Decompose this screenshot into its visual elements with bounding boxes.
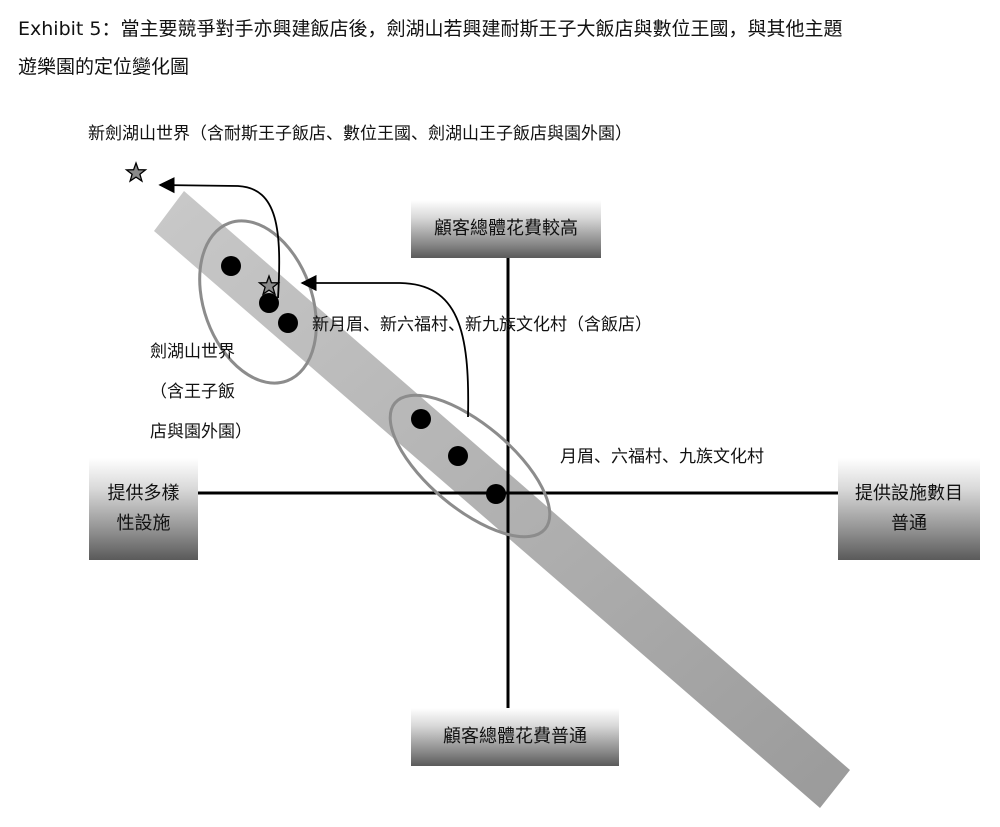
competitor-dot — [486, 484, 506, 504]
arrow-to-new-janfusun — [158, 177, 281, 299]
janfusun-label-line-3: 店與園外園） — [150, 422, 252, 442]
axis-right-label-line-2: 普通 — [891, 513, 927, 534]
exhibit-title-line-2: 遊樂園的定位變化圖 — [18, 56, 190, 78]
new-janfusun-label: 新劍湖山世界（含耐斯王子飯店、數位王國、劍湖山王子飯店與園外園） — [88, 124, 632, 144]
arrow-to-new-competitors — [300, 274, 470, 418]
axis-left-label-line-1: 提供多樣 — [107, 483, 180, 504]
janfusun-label-line-2: （含王子飯 — [150, 382, 235, 402]
axis-bottom-label: 顧客總體花費普通 — [443, 726, 587, 747]
axis-bottom-normal-spending: 顧客總體花費普通 — [411, 708, 619, 766]
janfusun-label-line-1: 劍湖山世界 — [150, 342, 235, 362]
axis-right-normal-facilities: 提供設施數目 普通 — [838, 458, 980, 560]
janfusun-star-icon — [257, 274, 281, 296]
new-janfusun-star-icon — [124, 161, 148, 183]
axis-left-label-line-2: 性設施 — [116, 513, 171, 534]
exhibit-title-line-1: Exhibit 5：當主要競爭對手亦興建飯店後，劍湖山若興建耐斯王子大飯店與數位… — [18, 18, 843, 40]
competitor-dot — [448, 446, 468, 466]
competitors-label: 月眉、六福村、九族文化村 — [560, 447, 764, 467]
janfusun-dot — [221, 256, 241, 276]
competitor-dot — [411, 409, 431, 429]
competitor-cluster-ellipse — [388, 393, 552, 539]
exhibit-title: Exhibit 5：當主要競爭對手亦興建飯店後，劍湖山若興建耐斯王子大飯店與數位… — [18, 10, 988, 86]
janfusun-dot — [278, 313, 298, 333]
axis-top-high-spending: 顧客總體花費較高 — [411, 200, 601, 258]
axis-right-label-line-1: 提供設施數目 — [855, 483, 963, 504]
janfusun-label: 劍湖山世界 （含王子飯 店與園外園） — [150, 332, 252, 452]
new-competitors-label: 新月眉、新六福村、新九族文化村（含飯店） — [312, 315, 652, 335]
axis-top-label: 顧客總體花費較高 — [434, 218, 578, 239]
axis-left-diverse-facilities: 提供多樣 性設施 — [89, 458, 198, 560]
janfusun-dot — [259, 293, 279, 313]
